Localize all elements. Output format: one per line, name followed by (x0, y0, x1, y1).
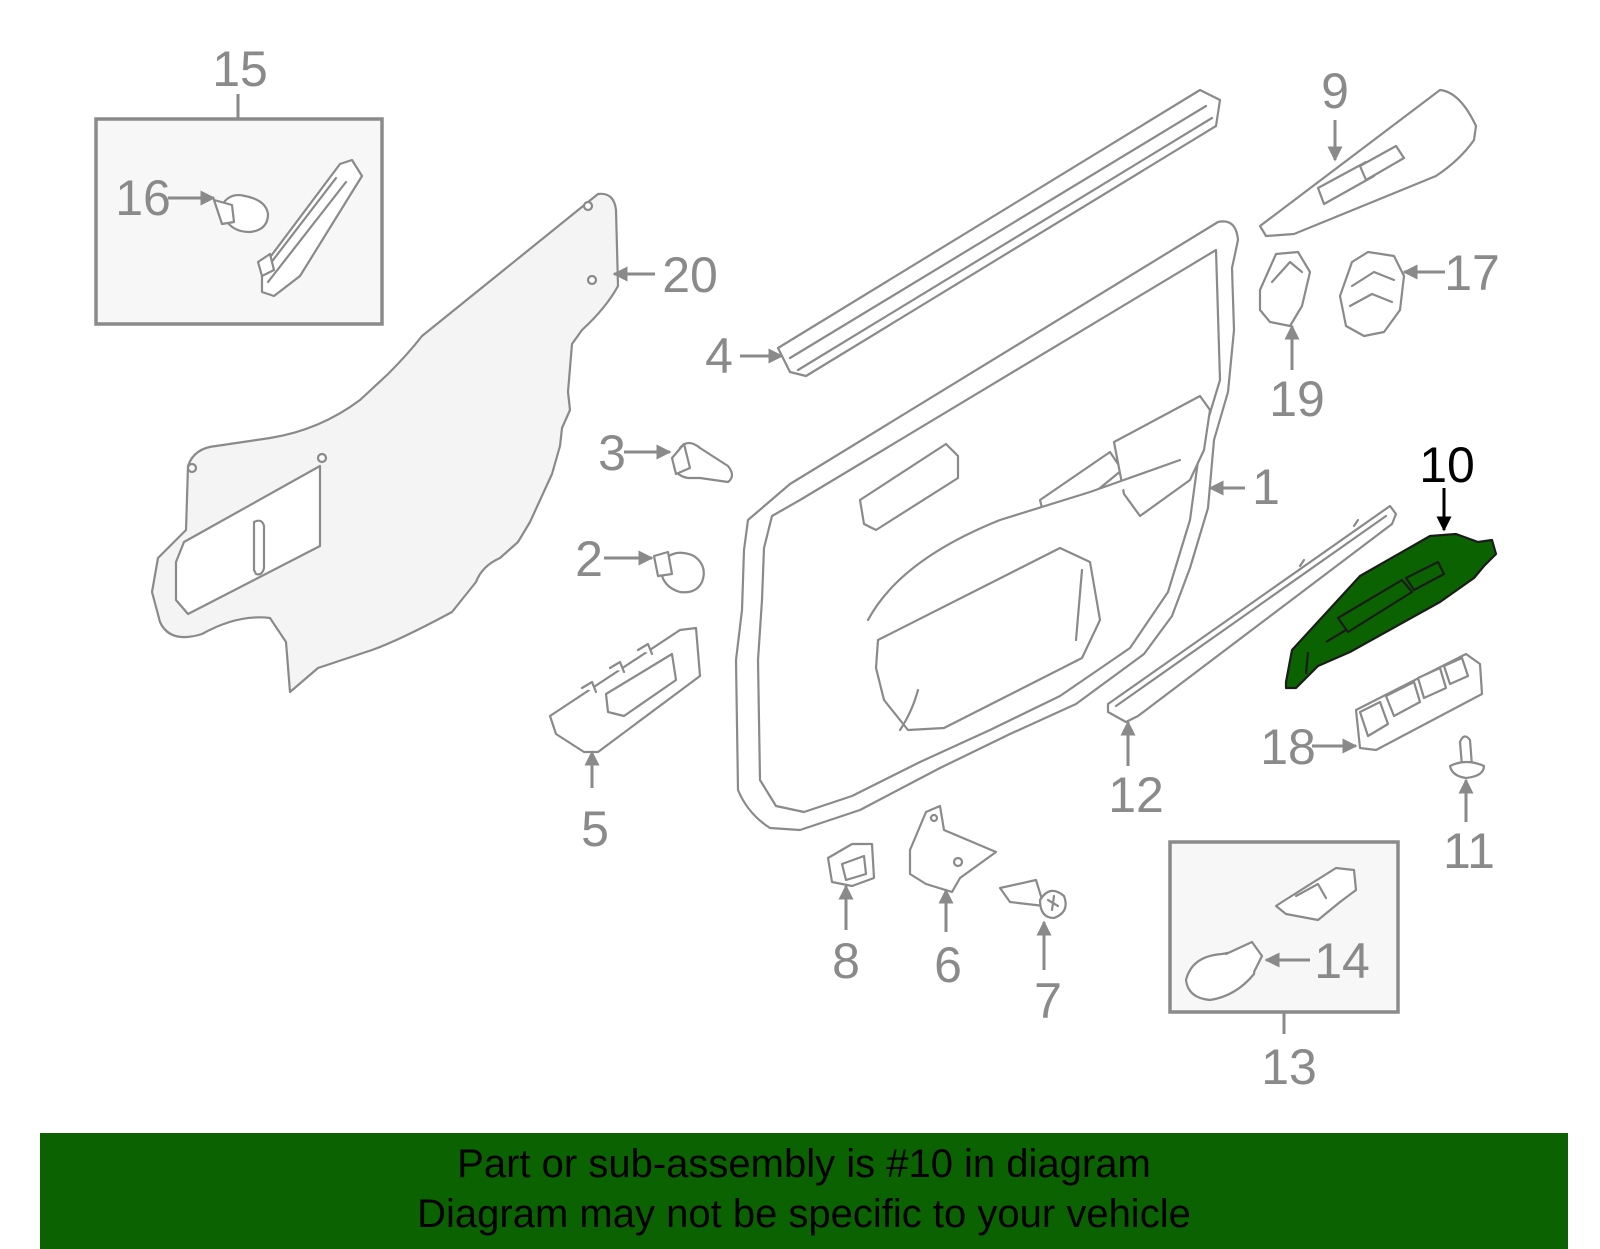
callout-7: 7 (1034, 973, 1062, 1029)
callout-16: 16 (115, 170, 171, 226)
callout-12: 12 (1108, 767, 1164, 823)
banner-line-1: Part or sub-assembly is #10 in diagram (457, 1142, 1151, 1186)
part-19-switch: 19 (1258, 250, 1325, 427)
callout-10: 10 (1419, 437, 1475, 493)
callout-8: 8 (832, 933, 860, 989)
part-18-window-switch: 18 (1260, 652, 1484, 775)
callout-20: 20 (662, 247, 718, 303)
banner-line-2: Diagram may not be specific to your vehi… (417, 1192, 1191, 1236)
part-7-screw: 7 (998, 878, 1067, 1029)
callout-4: 4 (705, 328, 733, 384)
part-14-lamp-socket: 14 (1184, 933, 1370, 1002)
trim-cap-part (256, 158, 364, 298)
part-20-water-shield: 20 (150, 192, 718, 694)
part-5-handle-cover: 5 (548, 626, 702, 857)
callout-3: 3 (598, 425, 626, 481)
part-1-door-trim-panel: 1 (734, 220, 1280, 832)
callout-1: 1 (1252, 459, 1280, 515)
callout-11: 11 (1443, 823, 1495, 879)
part-10-switch-panel-highlighted: 10 (1284, 437, 1498, 690)
callout-18: 18 (1260, 719, 1316, 775)
part-4-weatherstrip: 4 (705, 88, 1222, 384)
callout-5: 5 (581, 801, 609, 857)
part-2-fastener: 2 (575, 531, 705, 594)
callout-9: 9 (1321, 63, 1349, 119)
part-13-group-box: 13 14 (1168, 840, 1400, 1095)
lamp-housing-part (1274, 866, 1358, 922)
callout-15: 15 (212, 41, 268, 97)
callout-6: 6 (934, 937, 962, 993)
part-9-switch-panel: 9 (1258, 63, 1478, 238)
part-15-group-box: 15 16 (94, 41, 384, 326)
part-8-clip: 8 (826, 842, 876, 989)
part-12-garnish-strip: 12 (1106, 504, 1398, 823)
callout-2: 2 (575, 531, 603, 587)
callout-17: 17 (1444, 245, 1500, 301)
part-6-bracket: 6 (908, 804, 998, 993)
callout-13: 13 (1261, 1039, 1317, 1095)
part-17-switch-assembly: 17 (1338, 245, 1500, 338)
part-11-screw: 11 (1443, 735, 1495, 879)
info-banner: Part or sub-assembly is #10 in diagram D… (40, 1133, 1568, 1249)
callout-19: 19 (1269, 371, 1325, 427)
callout-14: 14 (1314, 933, 1370, 989)
part-16-clip: 16 (115, 170, 270, 234)
part-3-clip: 3 (598, 425, 734, 484)
